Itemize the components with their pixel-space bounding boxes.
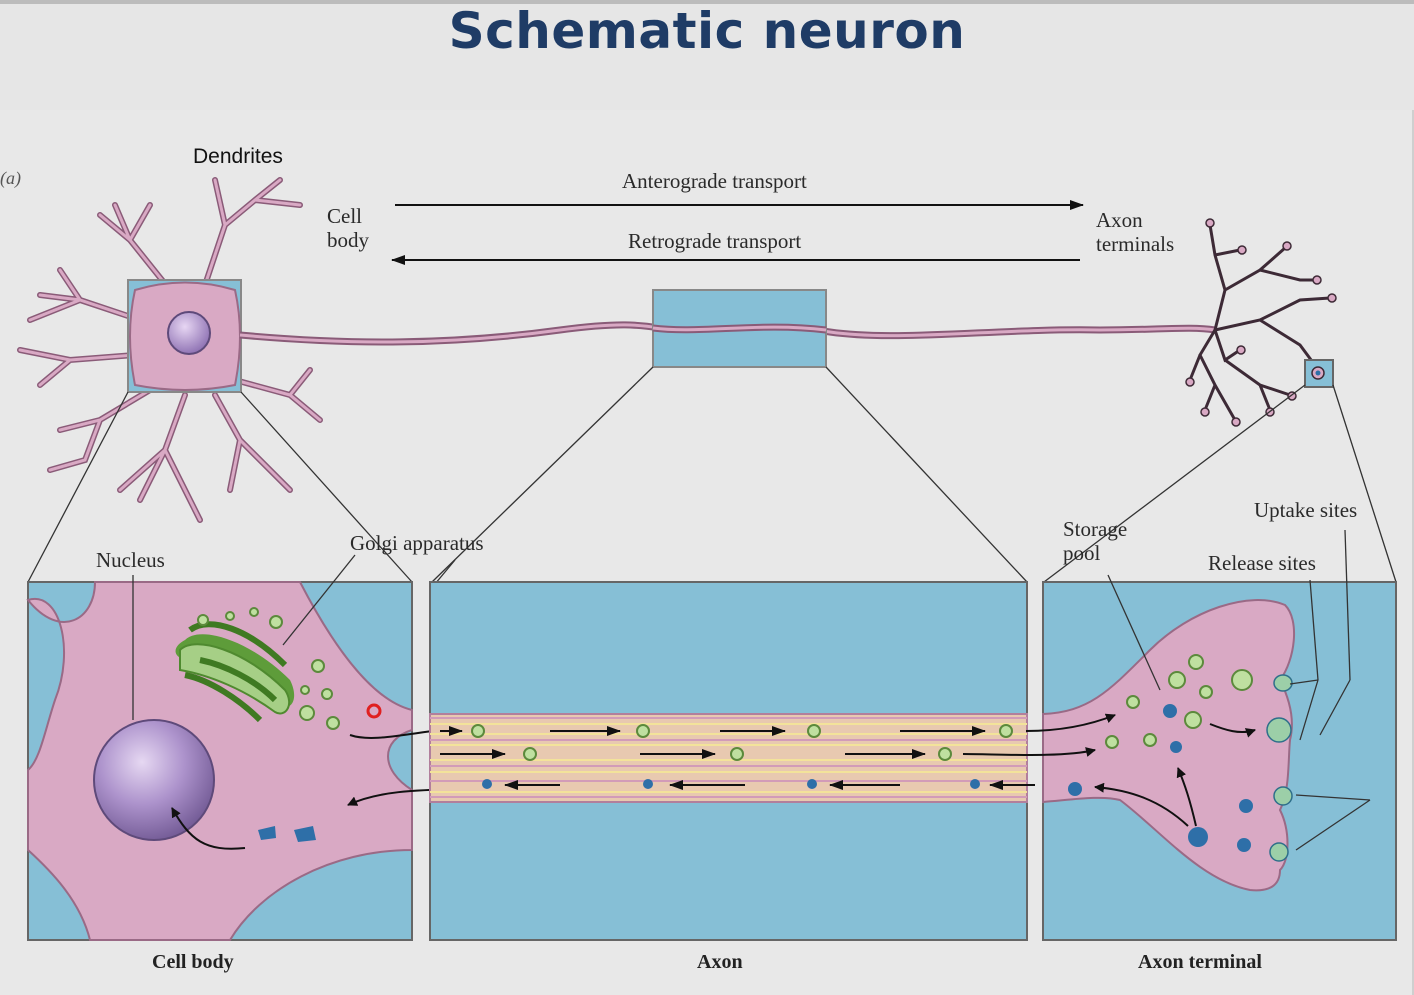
site-pointers: [1107, 529, 1371, 851]
zoom-connectors: [27, 366, 1397, 583]
cursor-marker: [366, 703, 382, 719]
storage-vesicles: [1105, 654, 1253, 749]
release-site-vesicles: [1266, 674, 1293, 862]
to-nucleus-arrow: [171, 807, 246, 850]
cell-body-panel: [26, 554, 481, 941]
nucleus: [93, 719, 215, 841]
anterograde-vesicles: [471, 724, 1013, 761]
axon-terminals-label: Axon terminals: [1096, 208, 1175, 256]
retro-vesicle: [258, 826, 276, 840]
soma-nucleus: [167, 311, 211, 355]
terminal-cytoplasm: [1042, 599, 1296, 892]
figure-tag: (a): [0, 168, 21, 188]
caption-axon-terminal: Axon terminal: [1138, 951, 1262, 973]
dendrites-label: Dendrites: [193, 145, 283, 168]
cell-body-label: Cell body: [327, 204, 369, 252]
release-sites-label: Release sites: [1208, 551, 1316, 575]
storage-pool-label: Storage pool: [1063, 517, 1128, 565]
retrograde-label: Retrograde transport: [628, 229, 802, 253]
golgi-label: Golgi apparatus: [350, 531, 484, 555]
terminal-dark-vesicles: [1068, 704, 1253, 852]
golgi-vesicles: [197, 607, 340, 730]
neuron-overview: [17, 177, 1337, 523]
retrograde-vesicles: [482, 779, 980, 789]
uptake-sites-label: Uptake sites: [1254, 498, 1358, 522]
anterograde-label: Anterograde transport: [622, 169, 807, 193]
caption-axon: Axon: [697, 951, 743, 973]
axon-panel: [429, 581, 1035, 941]
terminal-boutons: [1185, 218, 1337, 427]
page-title: Schematic neuron: [448, 2, 966, 60]
axon-terminal-panel: [962, 529, 1397, 941]
top-border: [0, 0, 1414, 4]
terminal-branches: [1188, 223, 1332, 422]
golgi-apparatus: [175, 621, 295, 723]
nucleus-label: Nucleus: [96, 548, 165, 572]
caption-cell-body: Cell body: [152, 951, 234, 973]
